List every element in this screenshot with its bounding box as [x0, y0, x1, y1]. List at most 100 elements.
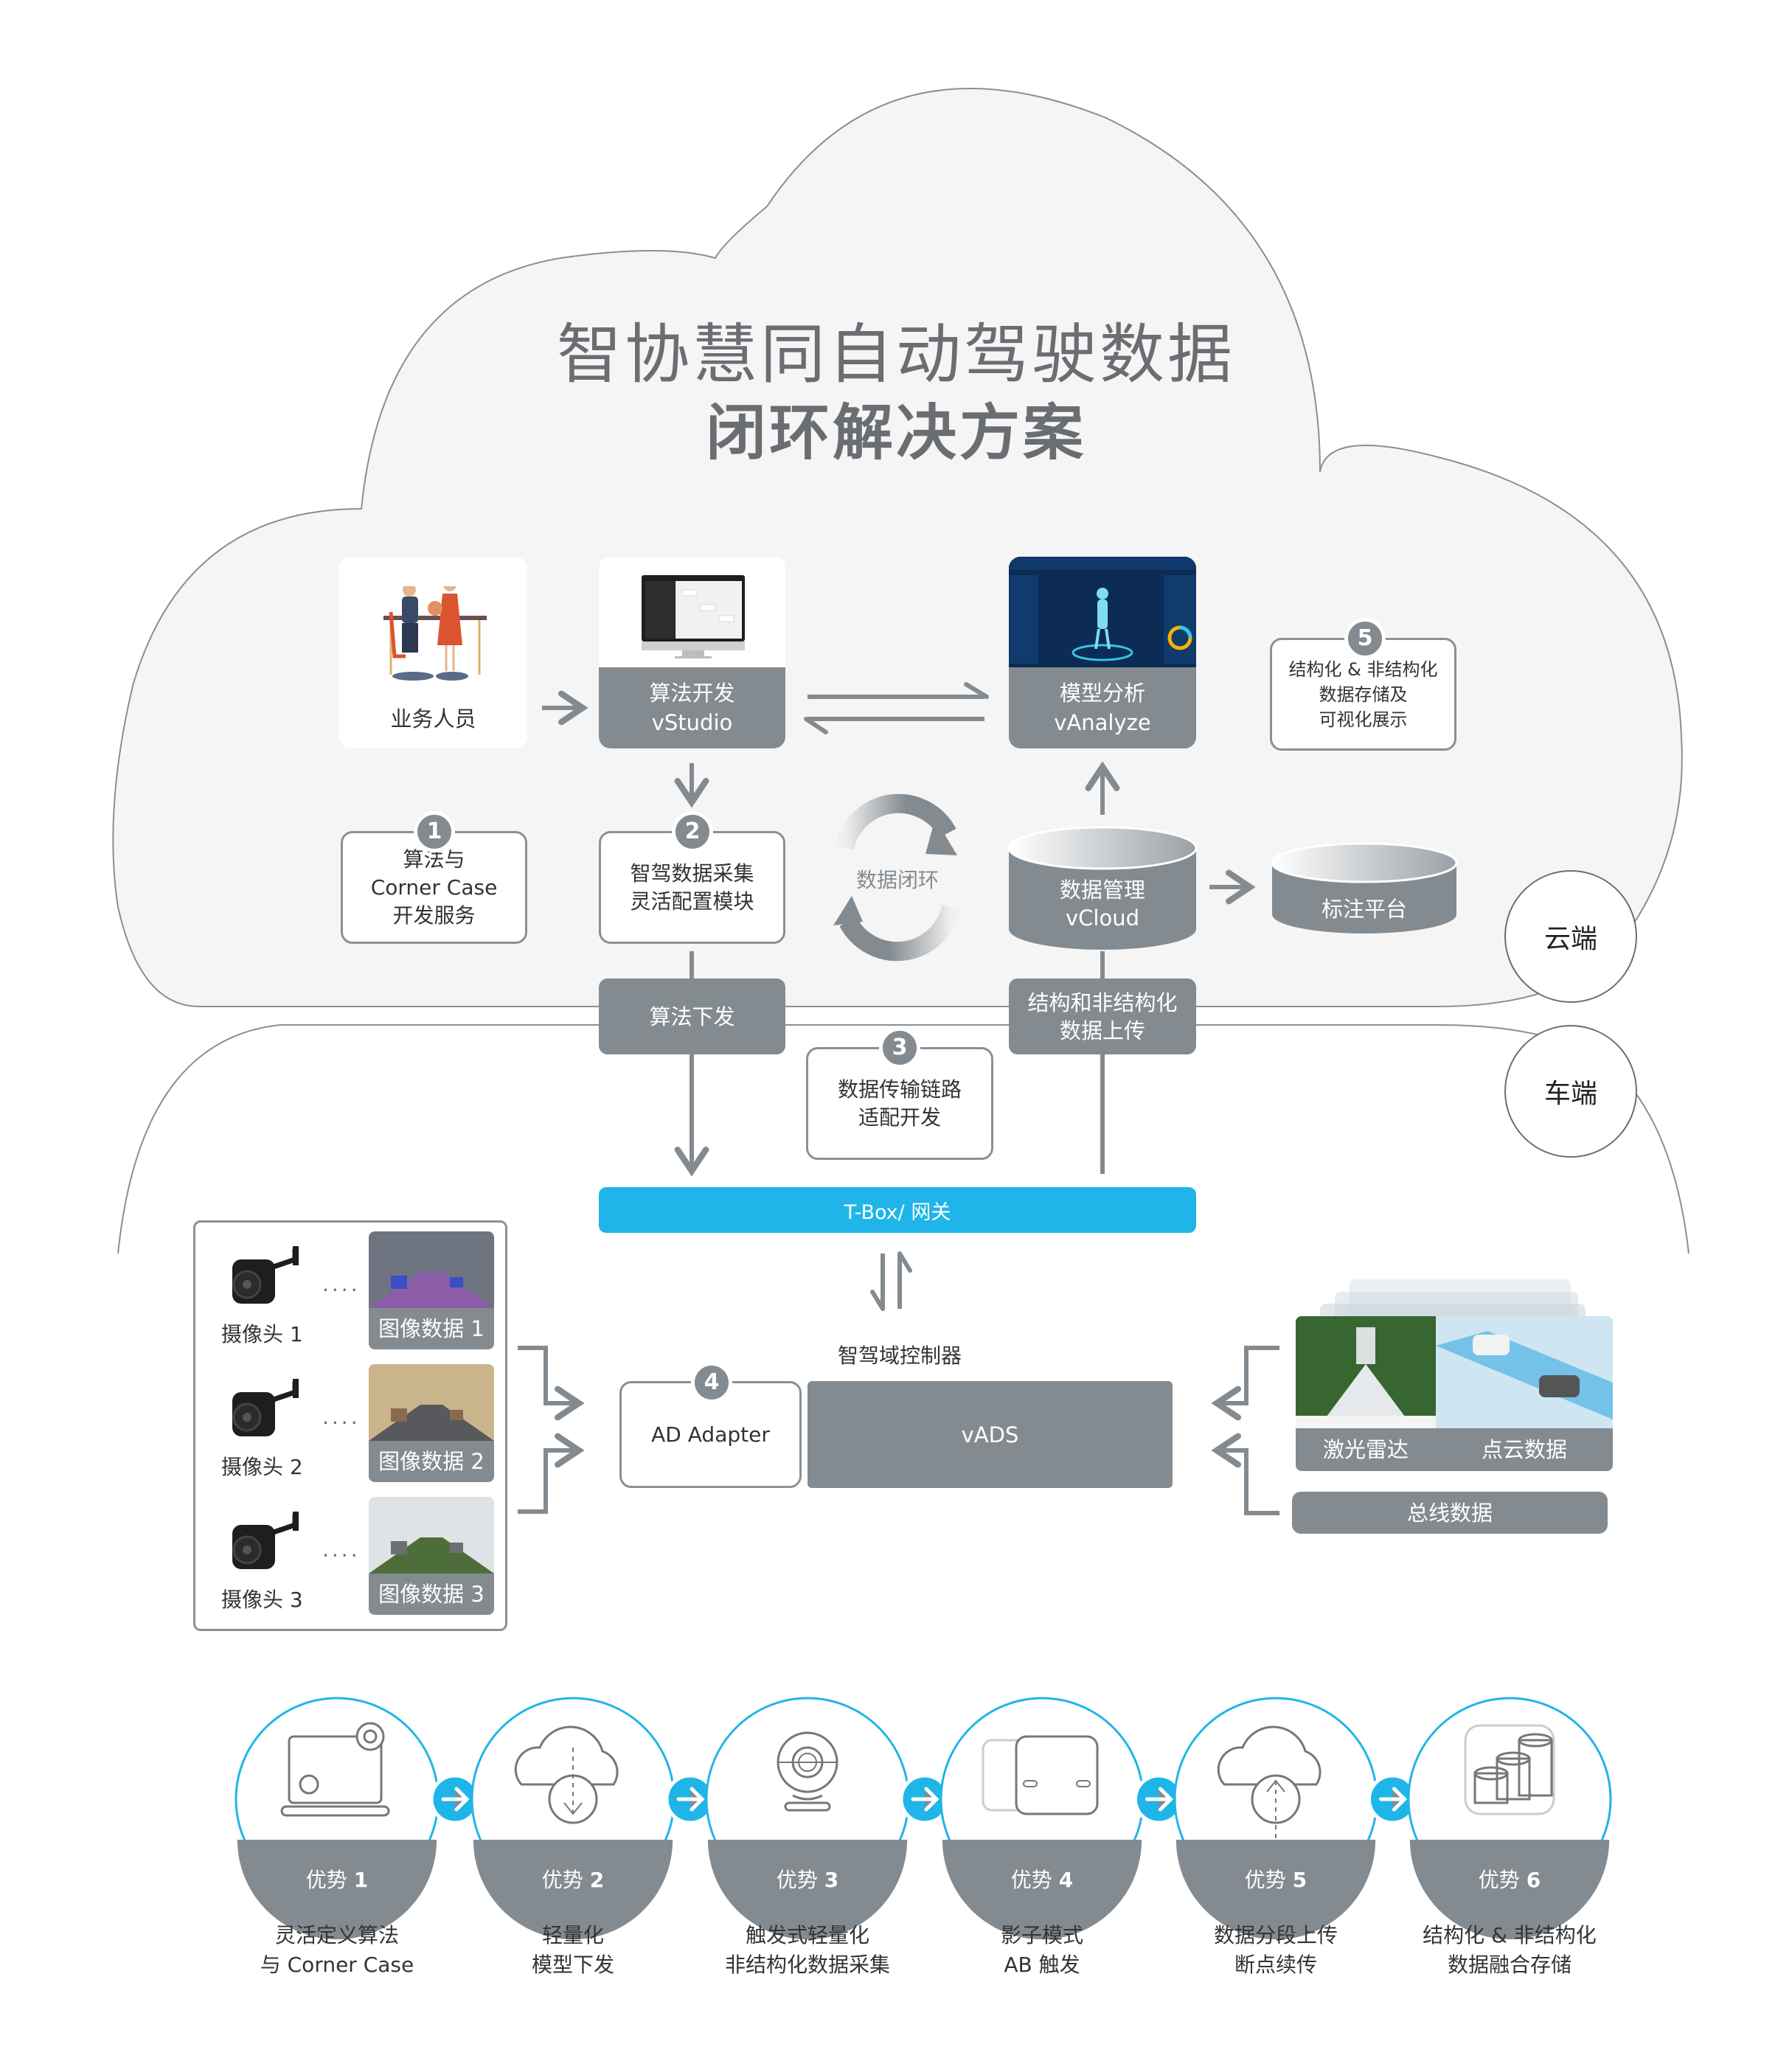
pointcloud-label: 点云数据 — [1481, 1437, 1567, 1462]
arrow-tbox-to-controller-head — [870, 1290, 885, 1311]
data-upload-line1: 结构和非结构化 — [1027, 990, 1178, 1015]
laptop-gears-icon — [280, 1722, 390, 1817]
title-line-1: 智协慧同自动驾驶数据 — [556, 316, 1235, 392]
vstudio-card[interactable]: 算法开发 vStudio — [599, 557, 785, 748]
advantage-circle — [705, 1697, 910, 1940]
advantage-badge: 优势 3 — [726, 1864, 889, 1894]
arrow-lidar-to-vads — [1211, 1346, 1279, 1421]
connection-dots: .... — [322, 1405, 361, 1429]
image-data-label: 图像数据 2 — [369, 1441, 494, 1482]
analytics-dashboard-screenshot — [1009, 557, 1196, 667]
advantage-badge: 优势 2 — [492, 1864, 654, 1894]
arrow-vstudio-to-vanalyze-head — [964, 682, 989, 699]
next-arrow-icon — [1367, 1773, 1418, 1825]
business-people-card[interactable]: 业务人员 — [339, 557, 527, 748]
advantage-line2: 模型下发 — [531, 1953, 614, 1977]
vanalyze-card[interactable]: 模型分析 vAnalyze — [1009, 557, 1196, 748]
advantage-line1: 数据分段上传 — [1213, 1923, 1338, 1947]
annotation-cylinder — [1271, 842, 1458, 934]
advantage-circle — [235, 1697, 440, 1940]
advantage-line2: 非结构化数据采集 — [724, 1953, 890, 1977]
arrow-vanalyze-to-vstudio-head — [804, 717, 828, 734]
vanalyze-label-band: 模型分析 vAnalyze — [1009, 667, 1196, 748]
advantage-badge-word: 优势 — [1244, 1868, 1286, 1892]
image-data-label: 图像数据 1 — [369, 1308, 494, 1349]
camera-icon — [225, 1246, 306, 1313]
step2-badge: 2 — [672, 811, 713, 852]
step1-badge: 1 — [414, 811, 455, 852]
advantage-line1: 影子模式 — [1000, 1923, 1083, 1947]
lidar-pointcloud-images — [1296, 1316, 1613, 1428]
vads-box[interactable]: vADS — [808, 1381, 1173, 1488]
camera-icon — [225, 1512, 306, 1578]
vehicle-zone-badge: 车端 — [1504, 1025, 1637, 1158]
advantage-circle — [940, 1697, 1145, 1940]
webcam-icon — [777, 1731, 838, 1812]
advantage-description: 触发式轻量化非结构化数据采集 — [690, 1921, 925, 1980]
two-cars-icon — [982, 1735, 1099, 1815]
connection-dots: .... — [322, 1537, 361, 1562]
arrow-cameras-to-adapter-top — [518, 1346, 585, 1421]
next-arrow-icon — [429, 1773, 481, 1825]
camera-label: 摄像头 3 — [221, 1588, 303, 1612]
monitor-screenshot — [642, 575, 745, 658]
step3-badge: 3 — [879, 1027, 920, 1068]
next-arrow-icon — [899, 1773, 951, 1825]
algorithm-download-box[interactable]: 算法下发 — [599, 978, 785, 1054]
advantage-badge-number: 1 — [353, 1868, 369, 1892]
data-upload-box[interactable]: 结构和非结构化 数据上传 — [1009, 978, 1196, 1054]
image-data-tile[interactable]: 图像数据 3 — [369, 1497, 494, 1615]
arrow-cameras-to-adapter-bottom — [518, 1433, 585, 1514]
data-upload-line2: 数据上传 — [1059, 1018, 1145, 1043]
advantage-badge: 优势 6 — [1428, 1864, 1591, 1894]
advantage-line2: 与 Corner Case — [260, 1953, 414, 1977]
lidar-pointcloud-card[interactable]: 激光雷达 点云数据 — [1296, 1316, 1613, 1471]
advantage-badge-number: 5 — [1292, 1868, 1307, 1892]
arrow-controller-to-tbox-head — [897, 1251, 912, 1273]
road-image — [369, 1497, 494, 1574]
step4-badge: 4 — [691, 1362, 732, 1403]
advantage-line2: AB 触发 — [1004, 1953, 1080, 1977]
cloud-zone-outline — [112, 88, 1683, 1007]
vcloud-label[interactable]: 数据管理 vCloud — [1009, 876, 1196, 932]
advantage-badge-word: 优势 — [541, 1868, 583, 1892]
connection-dots: .... — [322, 1272, 361, 1296]
business-people-label: 业务人员 — [390, 706, 476, 731]
image-data-tile[interactable]: 图像数据 1 — [369, 1231, 494, 1349]
vcloud-cylinder — [1007, 826, 1198, 950]
advantage-circle — [1173, 1697, 1378, 1940]
camera-icon — [225, 1379, 306, 1445]
step1-corner-case-box[interactable]: 算法与 Corner Case 开发服务 — [341, 831, 527, 944]
annotation-platform-label[interactable]: 标注平台 — [1321, 897, 1407, 922]
cloud-download-icon — [514, 1725, 619, 1824]
vcloud-line1: 数据管理 — [1059, 877, 1145, 903]
advantage-badge-band — [1409, 1840, 1610, 1940]
advantage-badge-word: 优势 — [1010, 1868, 1052, 1892]
vanalyze-label-line2: vAnalyze — [1054, 710, 1151, 735]
vstudio-label-line1: 算法开发 — [649, 681, 735, 706]
data-loop-label: 数据闭环 — [855, 868, 939, 892]
advantage-badge-number: 6 — [1526, 1868, 1541, 1892]
advantage-line1: 灵活定义算法 — [274, 1923, 399, 1947]
bus-data-box[interactable]: 总线数据 — [1292, 1492, 1608, 1534]
image-data-label: 图像数据 3 — [369, 1574, 494, 1615]
tbox-gateway-bar[interactable]: T-Box/ 网关 — [599, 1187, 1196, 1233]
controller-title: 智驾域控制器 — [837, 1343, 962, 1368]
advantage-badge-word: 优势 — [776, 1868, 818, 1892]
advantage-description: 结构化 & 非结构化数据融合存储 — [1392, 1921, 1628, 1980]
advantage-badge-number: 2 — [589, 1868, 605, 1892]
advantage-badge: 优势 1 — [256, 1864, 418, 1894]
road-image — [369, 1364, 494, 1441]
advantage-description: 轻量化模型下发 — [455, 1921, 691, 1980]
step2-line1: 智驾数据采集 — [630, 861, 754, 886]
advantages-row — [235, 1697, 1612, 1940]
advantage-badge-band — [1175, 1840, 1376, 1940]
cloud-upload-icon — [1217, 1725, 1322, 1840]
cloud-zone-badge: 云端 — [1504, 870, 1637, 1003]
step3-line1: 数据传输链路 — [837, 1077, 962, 1102]
image-data-tile[interactable]: 图像数据 2 — [369, 1364, 494, 1482]
data-loop-icon — [833, 793, 961, 962]
vanalyze-label-line1: 模型分析 — [1059, 681, 1145, 706]
advantage-badge: 优势 4 — [961, 1864, 1123, 1894]
